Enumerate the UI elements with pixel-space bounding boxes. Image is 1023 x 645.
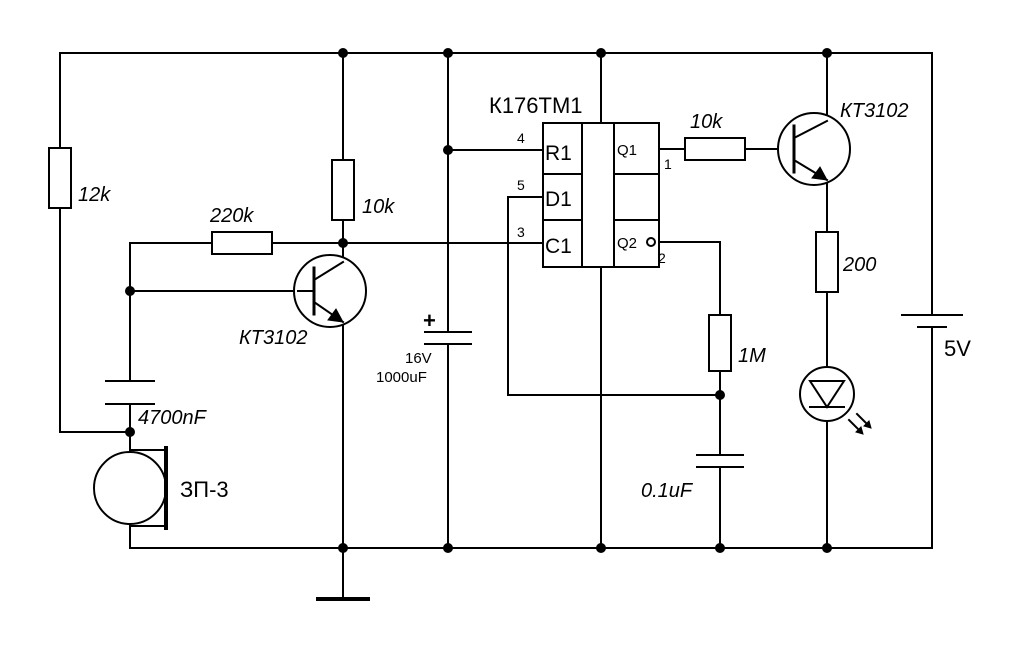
- transistor-left: [293, 254, 367, 328]
- label-r-200: 200: [842, 254, 876, 276]
- ic-pin-number-4: 4: [517, 130, 525, 146]
- ic-pin-number-1: 1: [664, 156, 672, 172]
- label-r-10k-base: 10k: [690, 111, 723, 133]
- label-battery: 5V: [944, 336, 971, 361]
- junction-dot: [338, 48, 348, 58]
- junction-dot: [125, 427, 135, 437]
- resistor-220k: [211, 231, 273, 255]
- resistor-12k: [48, 147, 72, 209]
- battery-5v: [901, 314, 963, 328]
- resistor-1m: [708, 314, 732, 372]
- transistor-right-arrow: [811, 166, 828, 181]
- transistor-left-collector: [312, 260, 345, 282]
- led: [799, 366, 872, 435]
- junction-dot: [443, 145, 453, 155]
- capacitor-1000uf: [424, 331, 472, 345]
- ic-pin-r1: R1: [545, 142, 572, 165]
- wires: [59, 52, 933, 601]
- led-body: [799, 366, 855, 422]
- label-cap-polarity: +: [423, 308, 436, 333]
- transistor-right-collector: [792, 119, 829, 140]
- ic-title: К176ТМ1: [489, 93, 583, 118]
- ic-pin-q2: Q2: [617, 235, 637, 252]
- label-r-220k: 220k: [209, 205, 254, 227]
- label-r-10k-collector: 10k: [362, 196, 395, 218]
- junction-dot: [125, 286, 135, 296]
- ic-pin-number-2: 2: [658, 250, 666, 266]
- led-ray-arrow-2: [863, 420, 872, 429]
- junctions: [125, 48, 832, 553]
- junction-dot: [822, 48, 832, 58]
- label-cap-voltage: 16V: [405, 350, 432, 367]
- junction-dot: [443, 543, 453, 553]
- ic-pin-c1: C1: [545, 235, 572, 258]
- junction-dot: [338, 238, 348, 248]
- led-triangle: [808, 380, 846, 409]
- label-r-12k: 12k: [78, 184, 111, 206]
- ic-pin-number-3: 3: [517, 224, 525, 240]
- ic-pin-number-5: 5: [517, 177, 525, 193]
- ic-k176tm1: К176ТМ1 R1 D1 C1 Q1 Q2 4 5 3 1 2: [489, 93, 672, 268]
- capacitor-4700nf: [105, 380, 155, 405]
- resistor-10k-base: [684, 137, 746, 161]
- label-c-0-1uf: 0.1uF: [641, 480, 694, 502]
- junction-dot: [443, 48, 453, 58]
- speaker-body: [93, 451, 167, 525]
- transistor-left-arrow: [327, 308, 344, 323]
- led-ray-arrow-1: [855, 426, 864, 435]
- resistor-200: [815, 231, 839, 293]
- junction-dot: [596, 543, 606, 553]
- label-c-4700nf: 4700nF: [138, 407, 208, 429]
- ic-pin-d1: D1: [545, 188, 572, 211]
- capacitor-0-1uf: [696, 454, 744, 468]
- resistor-10k-collector: [331, 159, 355, 221]
- label-cap-capacitance: 1000uF: [376, 369, 427, 386]
- ic-pin-q1: Q1: [617, 142, 637, 159]
- junction-dot: [822, 543, 832, 553]
- junction-dot: [715, 543, 725, 553]
- label-r-1m: 1M: [738, 345, 766, 367]
- speaker-zp3: [93, 446, 168, 530]
- junction-dot: [596, 48, 606, 58]
- label-speaker: ЗП-3: [180, 477, 229, 502]
- ic-q2-inversion-bubble: [646, 237, 656, 247]
- label-transistor-right: КТ3102: [840, 100, 909, 122]
- transistor-right-body: [777, 112, 851, 186]
- label-transistor-left: КТ3102: [239, 327, 308, 349]
- transistor-right: [777, 112, 851, 186]
- junction-dot: [338, 543, 348, 553]
- junction-dot: [715, 390, 725, 400]
- transistor-left-body: [293, 254, 367, 328]
- ic-body: [542, 122, 660, 268]
